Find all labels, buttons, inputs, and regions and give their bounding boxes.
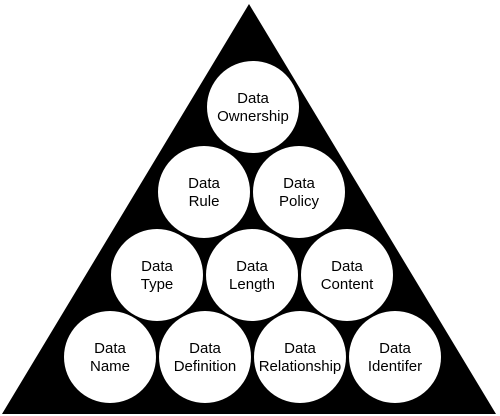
circle-data-content: Data Content	[301, 229, 393, 321]
circle-label-line2: Type	[141, 276, 174, 293]
circle-label-line2: Definition	[174, 358, 237, 375]
circle-label-line1: Data	[379, 340, 411, 357]
circle-label-line2: Rule	[189, 193, 220, 210]
circle-data-policy: Data Policy	[253, 146, 345, 238]
circle-data-length: Data Length	[206, 229, 298, 321]
circle-label-line1: Data	[237, 90, 269, 107]
circle-data-type: Data Type	[111, 229, 203, 321]
circle-label-line2: Content	[321, 276, 374, 293]
circle-data-definition: Data Definition	[159, 311, 251, 403]
circle-data-ownership: Data Ownership	[207, 61, 299, 153]
circle-data-rule: Data Rule	[158, 146, 250, 238]
circle-label-line2: Policy	[279, 193, 320, 210]
circle-data-relationship: Data Relationship	[254, 311, 346, 403]
circle-label-line1: Data	[94, 340, 126, 357]
circle-data-identifer: Data Identifer	[349, 311, 441, 403]
circle-label-line1: Data	[188, 175, 220, 192]
circle-data-name: Data Name	[64, 311, 156, 403]
circle-label-line1: Data	[284, 340, 316, 357]
circle-label-line1: Data	[283, 175, 315, 192]
circle-label-line1: Data	[236, 258, 268, 275]
circle-label-line1: Data	[141, 258, 173, 275]
circle-label-line2: Name	[90, 358, 130, 375]
circle-label-line1: Data	[331, 258, 363, 275]
circle-label-line2: Ownership	[217, 108, 289, 125]
circle-label-line2: Identifer	[368, 358, 422, 375]
circle-label-line1: Data	[189, 340, 221, 357]
circle-label-line2: Relationship	[259, 358, 342, 375]
circle-label-line2: Length	[229, 276, 275, 293]
